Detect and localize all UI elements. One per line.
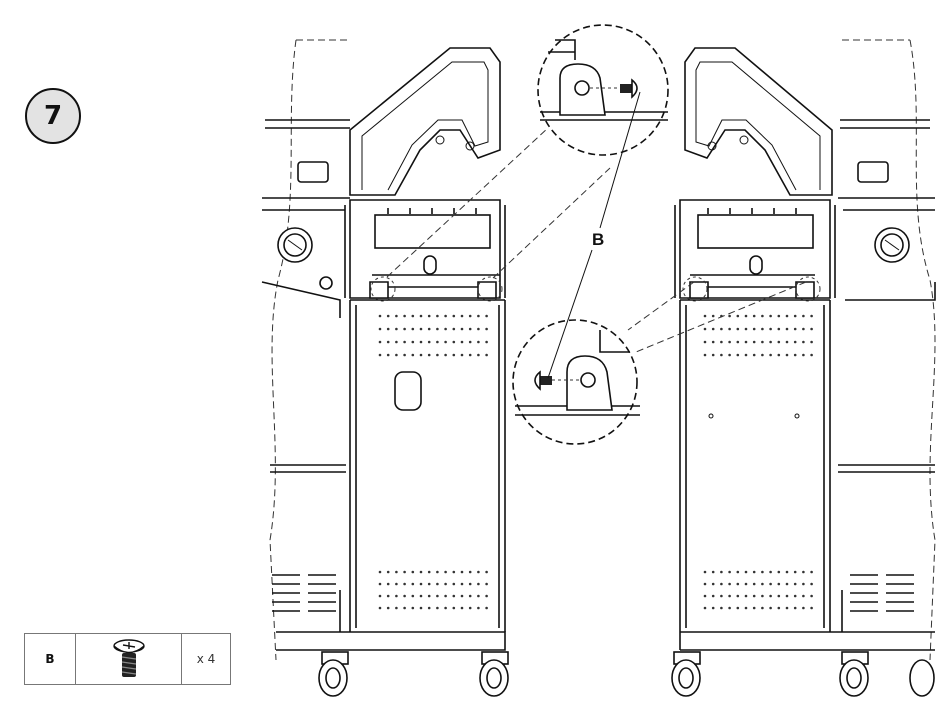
left-grill-cart [261,39,509,697]
screw-icon-top [620,78,638,99]
right-lid-handle [684,47,833,196]
left-caster-icon [318,651,349,697]
part-letter: B [25,634,76,684]
right-knob-icon [874,227,910,263]
right-grill-cart [671,39,936,697]
left-knob-icon [277,227,313,263]
detail-callout-bottom [512,281,807,445]
right-caster-icon-2 [839,651,869,697]
left-lid-handle [349,47,501,196]
right-caster-icon-3 [909,659,935,697]
step-number-badge: 7 [25,88,81,144]
callout-leader-top [599,91,641,229]
parts-list-table: B x 4 [24,633,231,685]
vent-holes [378,314,813,610]
callout-leader-bottom [547,249,593,379]
left-shelf-handle [297,161,329,183]
part-quantity: x 4 [196,652,216,666]
left-caster-icon-2 [479,651,509,697]
detail-callout-top [386,24,669,279]
right-caster-icon [671,651,701,697]
screw-icon [76,634,182,684]
callout-label: B [592,230,605,249]
screw-icon-bottom [534,370,552,391]
step-number: 7 [43,101,63,131]
